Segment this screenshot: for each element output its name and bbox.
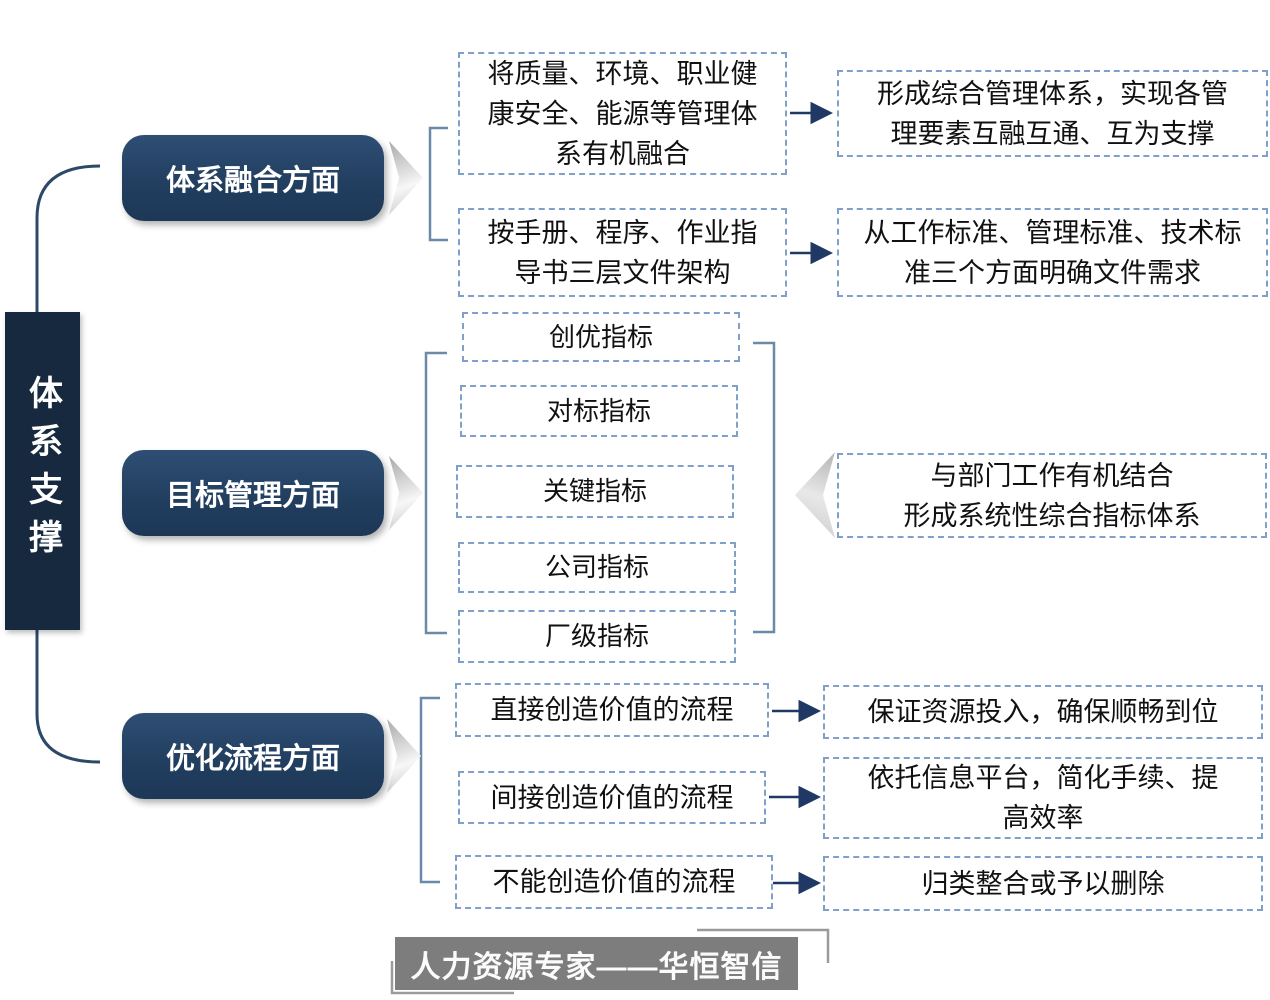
footer-corner-top-right	[697, 928, 830, 963]
branch-goals-box: 目标管理方面	[122, 450, 384, 536]
branch-integration-box: 体系融合方面	[122, 135, 384, 221]
indicator-label: 公司指标	[544, 552, 649, 582]
root-bottom-curve-connector	[35, 628, 101, 764]
root-top-curve-connector	[35, 164, 101, 314]
integration-source-text: 按手册、程序、作业指导书三层文件架构	[487, 217, 758, 288]
root-support-label: 体系支撑	[23, 375, 62, 567]
indicator-label: 厂级指标	[544, 621, 649, 651]
integration-result-box: 从工作标准、管理标准、技术标准三个方面明确文件需求	[837, 208, 1268, 297]
indicator-box: 创优指标	[462, 312, 740, 362]
branch-process-label: 优化流程方面	[165, 743, 340, 775]
branch-integration-label: 体系融合方面	[165, 165, 340, 197]
process-source-box: 直接创造价值的流程	[455, 683, 769, 737]
process-source-box: 间接创造价值的流程	[458, 771, 766, 824]
indicator-box: 公司指标	[458, 542, 736, 593]
process-result-box: 保证资源投入，确保顺畅到位	[823, 685, 1263, 739]
footer-brand-text: 人力资源专家——华恒智信	[410, 950, 783, 984]
integration-result-text: 从工作标准、管理标准、技术标准三个方面明确文件需求	[863, 217, 1242, 288]
goals-result-box: 与部门工作有机结合 形成系统性综合指标体系	[837, 453, 1267, 538]
integration-source-box: 将质量、环境、职业健康安全、能源等管理体系有机融合	[458, 52, 787, 175]
integration-result-box: 形成综合管理体系，实现各管理要素互融互通、互为支撑	[837, 70, 1268, 157]
process-source-box: 不能创造价值的流程	[455, 855, 773, 909]
process-result-box: 依托信息平台，简化手续、提高效率	[823, 757, 1263, 839]
branch-goals-label: 目标管理方面	[165, 480, 340, 512]
process-result-text: 依托信息平台，简化手续、提高效率	[867, 763, 1219, 833]
process-left-bracket	[419, 696, 440, 884]
indicator-label: 对标指标	[546, 395, 651, 426]
indicator-box: 关键指标	[456, 465, 734, 518]
footer-corner-bottom-left	[390, 961, 514, 995]
root-support-box: 体系支撑	[5, 312, 80, 630]
integration-left-bracket	[428, 126, 448, 242]
process-result-text: 保证资源投入，确保顺畅到位	[867, 697, 1219, 727]
indicator-box: 对标指标	[460, 385, 738, 437]
footer-brand-banner: 人力资源专家——华恒智信	[395, 937, 798, 990]
indicators-right-bracket	[753, 341, 776, 634]
branch-process-box: 优化流程方面	[122, 713, 384, 799]
indicator-label: 关键指标	[542, 476, 647, 506]
goals-result-line1: 与部门工作有机结合	[930, 460, 1174, 491]
process-result-box: 归类整合或予以删除	[823, 856, 1263, 911]
integration-source-box: 按手册、程序、作业指导书三层文件架构	[458, 208, 787, 297]
goals-result-line2: 形成系统性综合指标体系	[903, 500, 1201, 531]
indicators-left-bracket	[424, 351, 447, 635]
process-result-text: 归类整合或予以删除	[921, 868, 1165, 899]
indicator-box: 厂级指标	[458, 610, 736, 663]
integration-result-text: 形成综合管理体系，实现各管理要素互融互通、互为支撑	[877, 78, 1228, 149]
process-source-text: 间接创造价值的流程	[490, 782, 734, 813]
process-source-text: 不能创造价值的流程	[492, 867, 736, 897]
indicator-label: 创优指标	[548, 321, 653, 352]
integration-source-text: 将质量、环境、职业健康安全、能源等管理体系有机融合	[487, 58, 758, 169]
process-source-text: 直接创造价值的流程	[490, 695, 734, 725]
